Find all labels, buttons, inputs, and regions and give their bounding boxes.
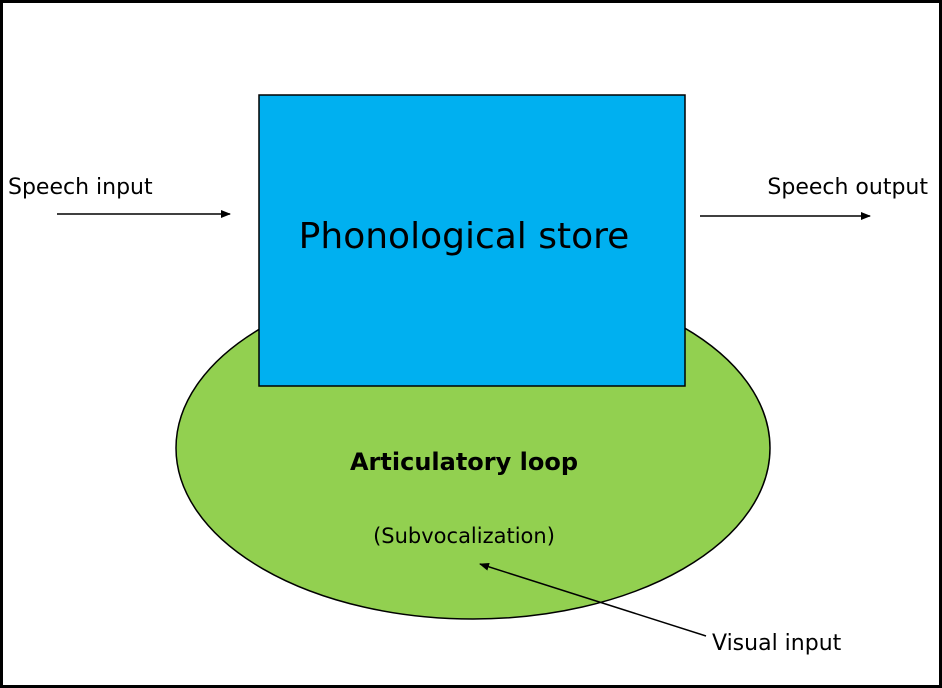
visual-input-arrow	[479, 562, 707, 637]
phonological-store-label: Phonological store	[299, 216, 630, 257]
speech-input-label: Speech input	[8, 175, 153, 200]
phonological-store-box	[258, 94, 686, 387]
subvocalization-label: (Subvocalization)	[373, 524, 555, 548]
speech-output-label: Speech output	[767, 175, 928, 200]
visual-input-label: Visual input	[712, 631, 842, 656]
articulatory-loop-label: Articulatory loop	[350, 448, 578, 476]
